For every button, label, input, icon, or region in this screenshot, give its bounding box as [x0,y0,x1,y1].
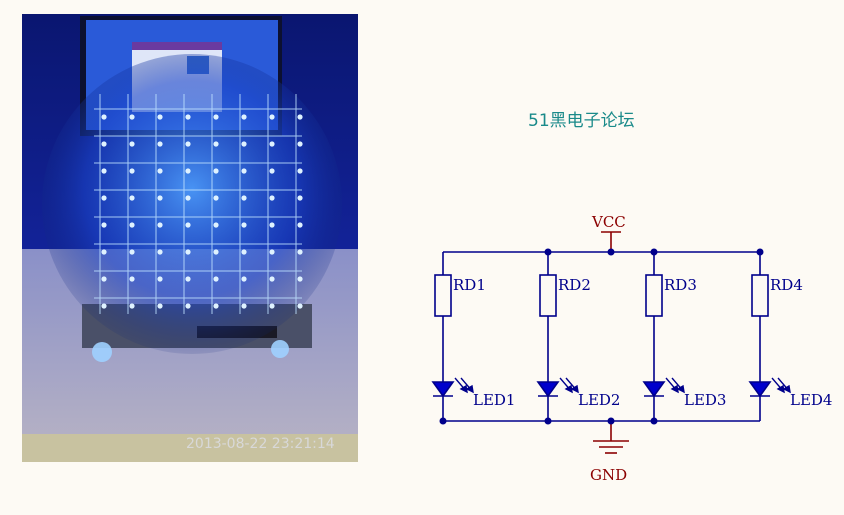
led-4 [748,381,772,398]
vcc-label: VCC [591,213,626,231]
resistor-1 [434,274,452,317]
led-label-1: LED1 [473,391,515,409]
light-arrows-4 [771,377,791,394]
gnd-label: GND [590,466,627,484]
resistor-label-3: RD3 [664,276,697,294]
resistor-label-2: RD2 [558,276,591,294]
vcc-junction [607,248,615,256]
light-arrows-2 [559,377,579,394]
junction-bottom-2 [544,417,552,425]
led-1 [431,381,455,398]
branch-4 [748,252,791,421]
light-arrows-1 [454,377,474,394]
resistor-4 [751,274,769,317]
junction-bottom-3 [650,417,658,425]
resistor-label-4: RD4 [770,276,803,294]
branch-3 [642,252,685,421]
resistor-2 [539,274,557,317]
junction-top-2 [544,248,552,256]
gnd-symbol [593,421,629,454]
led-label-2: LED2 [578,391,620,409]
resistor-label-1: RD1 [453,276,486,294]
junction-top-3 [650,248,658,256]
light-arrows-3 [665,377,685,394]
forum-title: 51黑电子论坛 [528,111,635,131]
junction-top-4 [756,248,764,256]
branch-2 [536,252,579,421]
photo-timestamp: 2013-08-22 23:21:14 [186,436,335,452]
led-2 [536,381,560,398]
led-3 [642,381,666,398]
led-label-4: LED4 [790,391,832,409]
resistor-3 [645,274,663,317]
branch-1 [431,252,474,421]
gnd-junction [607,417,615,425]
led-cube-photo: 2013-08-22 23:21:14 [22,14,358,462]
led-label-3: LED3 [684,391,726,409]
junction-bottom-1 [439,417,447,425]
